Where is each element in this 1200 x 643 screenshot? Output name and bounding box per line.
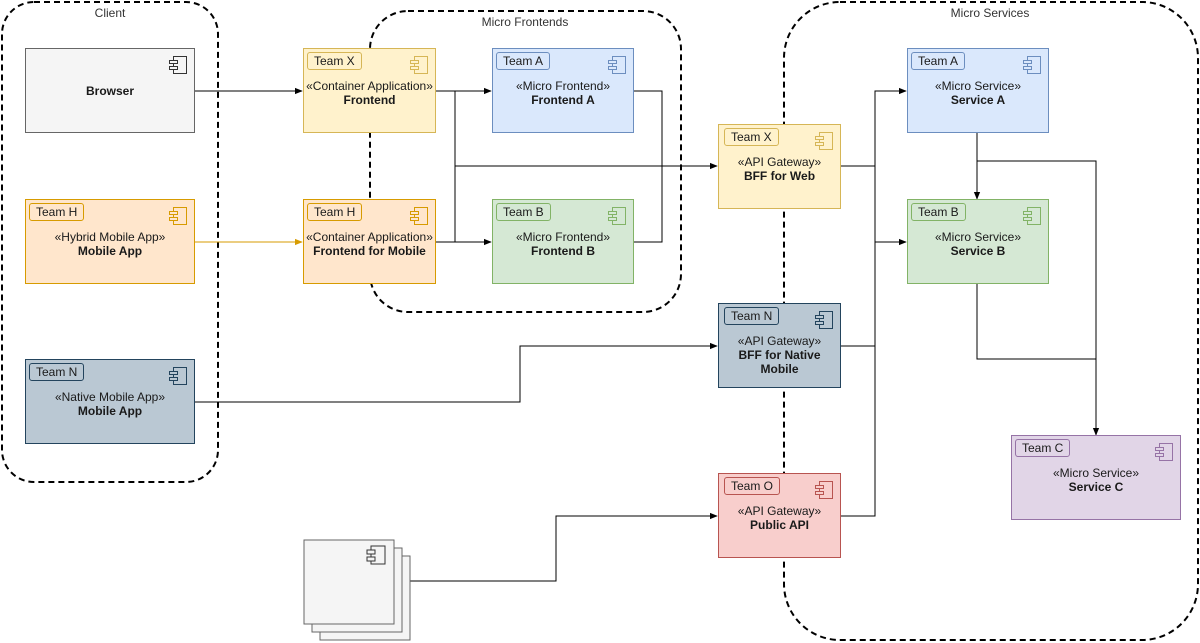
stereotype-label: «Micro Frontend» [515, 79, 611, 93]
component-icon [1154, 442, 1174, 465]
component-icon [409, 55, 429, 78]
team-badge: Team X [307, 52, 362, 70]
stereotype-label: «Native Mobile App» [54, 390, 166, 404]
node-title: Mobile App [77, 244, 143, 258]
edge-service-a-to-service-c [977, 160, 1100, 436]
stereotype-label: «Micro Service» [1052, 466, 1140, 480]
micro-services-group-label: Micro Services [950, 6, 1030, 20]
node-title: Public API [750, 518, 809, 532]
hybrid-mobile-app-node[interactable]: Team H «Hybrid Mobile App» Mobile App [25, 199, 195, 284]
team-badge: Team X [724, 128, 779, 146]
component-stack-icon [366, 545, 386, 565]
container-frontend-node[interactable]: Team X «Container Application» Frontend [303, 48, 436, 133]
edge-bff-to-service-b [874, 166, 907, 246]
external-clients-stack [303, 539, 411, 641]
bff-for-web-node[interactable]: Team X «API Gateway» BFF for Web [718, 124, 841, 209]
node-title: Frontend B [531, 244, 595, 258]
team-badge: Team B [911, 203, 966, 221]
team-badge: Team C [1015, 439, 1071, 457]
service-b-node[interactable]: Team B «Micro Service» Service B [907, 199, 1049, 284]
team-badge: Team H [29, 203, 85, 221]
stereotype-label: «API Gateway» [737, 155, 822, 169]
stereotype-label: «Micro Service» [934, 79, 1022, 93]
edge-bff-native-junction [841, 242, 876, 347]
stereotype-label: «Container Application» [306, 230, 433, 244]
micro-frontends-group-label: Micro Frontends [481, 15, 569, 29]
edge-bff-web-to-service-a [841, 87, 907, 167]
stereotype-label: «API Gateway» [737, 334, 822, 348]
container-mobile-node[interactable]: Team H «Container Application» Frontend … [303, 199, 436, 284]
node-title: Frontend [343, 93, 396, 107]
component-icon [607, 206, 627, 229]
node-title: Service B [950, 244, 1006, 258]
edge-service-b-to-service-c [976, 284, 1096, 360]
micro-services-group [783, 1, 1199, 641]
team-badge: Team O [724, 477, 781, 495]
node-title: Frontend for Mobile [313, 244, 426, 258]
browser-node[interactable]: Browser [25, 48, 195, 133]
team-badge: Team H [307, 203, 363, 221]
node-title: Service A [950, 93, 1006, 107]
component-icon [168, 366, 188, 389]
stereotype-label: «API Gateway» [737, 504, 822, 518]
team-badge: Team A [496, 52, 551, 70]
stereotype-label: «Micro Service» [934, 230, 1022, 244]
node-title: BFF for Native Mobile [738, 348, 821, 376]
component-icon [168, 206, 188, 229]
component-icon [1022, 55, 1042, 78]
team-badge: Team B [496, 203, 551, 221]
stereotype-label: «Hybrid Mobile App» [54, 230, 166, 244]
node-title: Service C [1068, 480, 1124, 494]
public-api-node[interactable]: Team O «API Gateway» Public API [718, 473, 841, 558]
component-icon [409, 206, 429, 229]
node-title: BFF for Web [743, 169, 816, 183]
component-icon [168, 55, 188, 78]
team-badge: Team N [724, 307, 780, 325]
edge-external-to-public-api [410, 512, 718, 582]
component-icon [814, 131, 834, 154]
team-badge: Team A [911, 52, 966, 70]
component-icon [607, 55, 627, 78]
edge-public-api-junction [841, 346, 876, 517]
client-group-label: Client [94, 6, 126, 20]
node-title: Frontend A [531, 93, 595, 107]
bff-for-native-mobile-node[interactable]: Team N «API Gateway» BFF for Native Mobi… [718, 303, 841, 388]
service-c-node[interactable]: Team C «Micro Service» Service C [1011, 435, 1181, 520]
node-title: Mobile App [77, 404, 143, 418]
component-icon [814, 310, 834, 333]
stereotype-label: «Micro Frontend» [515, 230, 611, 244]
component-icon [814, 480, 834, 503]
team-badge: Team N [29, 363, 85, 381]
service-a-node[interactable]: Team A «Micro Service» Service A [907, 48, 1049, 133]
native-mobile-app-node[interactable]: Team N «Native Mobile App» Mobile App [25, 359, 195, 444]
micro-frontend-a-node[interactable]: Team A «Micro Frontend» Frontend A [492, 48, 634, 133]
browser-title: Browser [85, 84, 135, 98]
component-icon [1022, 206, 1042, 229]
edge-native-to-bff-native [194, 342, 718, 403]
stereotype-label: «Container Application» [306, 79, 433, 93]
micro-frontend-b-node[interactable]: Team B «Micro Frontend» Frontend B [492, 199, 634, 284]
